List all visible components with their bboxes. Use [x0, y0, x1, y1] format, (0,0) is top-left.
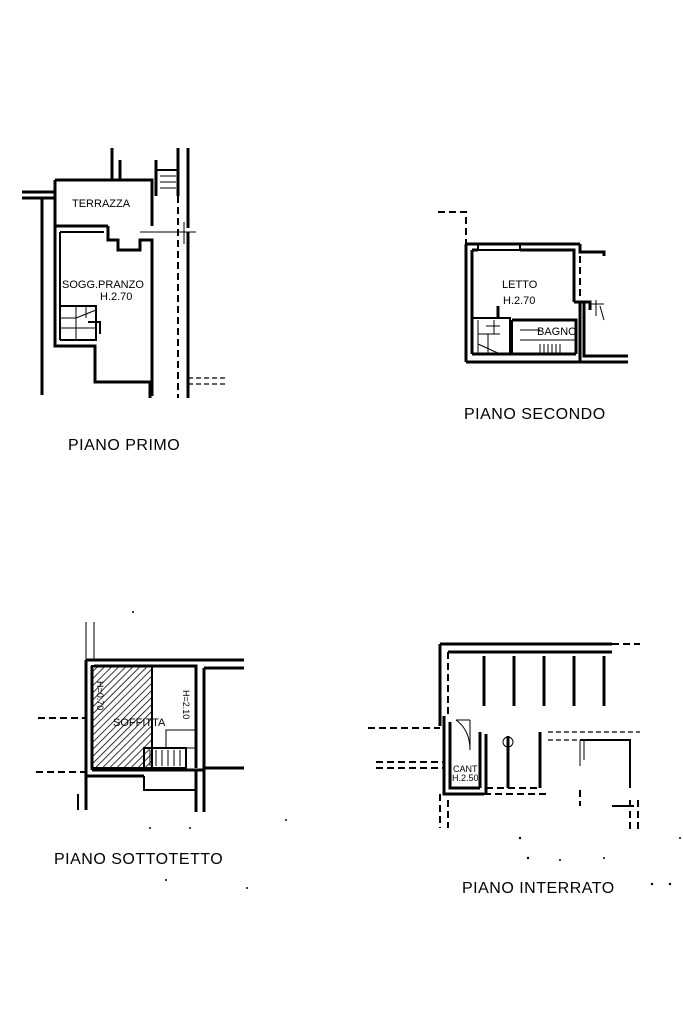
- plan-piano-sottotetto: SOFFITTA H=0.70 H=2.10 PIANO SOTTOTETTO: [36, 622, 244, 868]
- room-height-cant: H.2.50: [452, 773, 479, 783]
- room-label-cant: CANT: [453, 764, 478, 774]
- height-label-high: H=2.10: [181, 690, 191, 719]
- room-label-letto: LETTO: [502, 279, 538, 291]
- room-label-sogg-pranzo: SOGG.PRANZO: [62, 279, 144, 291]
- plan-piano-interrato: CANT H.2.50 PIANO INTERRATO: [368, 642, 640, 897]
- room-height-letto: H.2.70: [503, 295, 535, 307]
- floor-title-secondo: PIANO SECONDO: [464, 406, 606, 423]
- height-label-low: H=0.70: [95, 681, 105, 710]
- room-label-terrazza: TERRAZZA: [72, 198, 131, 210]
- room-height-sogg-pranzo: H.2.70: [100, 291, 132, 303]
- plan-piano-primo: TERRAZZA SOGG.PRANZO H.2.70 PIANO PRIMO: [22, 148, 228, 454]
- room-label-bagno: BAGNO: [537, 326, 577, 338]
- floor-title-sottotetto: PIANO SOTTOTETTO: [54, 851, 223, 868]
- room-label-soffitta: SOFFITTA: [113, 717, 166, 729]
- plan-piano-secondo: LETTO H.2.70 BAGNO PIANO SECONDO: [438, 211, 628, 423]
- floor-title-interrato: PIANO INTERRATO: [462, 880, 615, 897]
- scan-specks: [132, 611, 681, 889]
- floor-title-primo: PIANO PRIMO: [68, 437, 180, 454]
